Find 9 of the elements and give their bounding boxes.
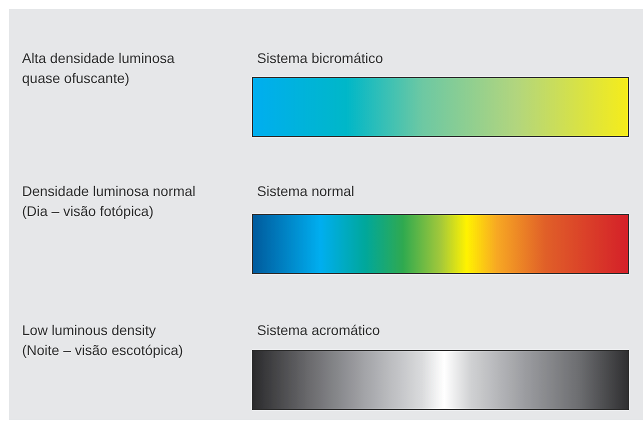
system-heading: Sistema bicromático [257,49,384,68]
density-description: Alta densidade luminosa quase ofuscante) [22,49,176,88]
density-description: Low luminous density (Noite – visão escotópica) [22,321,184,360]
color-gradient-bar [252,77,629,137]
system-heading: Sistema normal [257,182,354,201]
color-gradient-bar [252,350,629,410]
density-description: Densidade luminosa normal (Dia – visão fotópica) [22,182,197,221]
color-gradient-bar [252,214,629,274]
system-heading: Sistema acromático [257,321,380,340]
